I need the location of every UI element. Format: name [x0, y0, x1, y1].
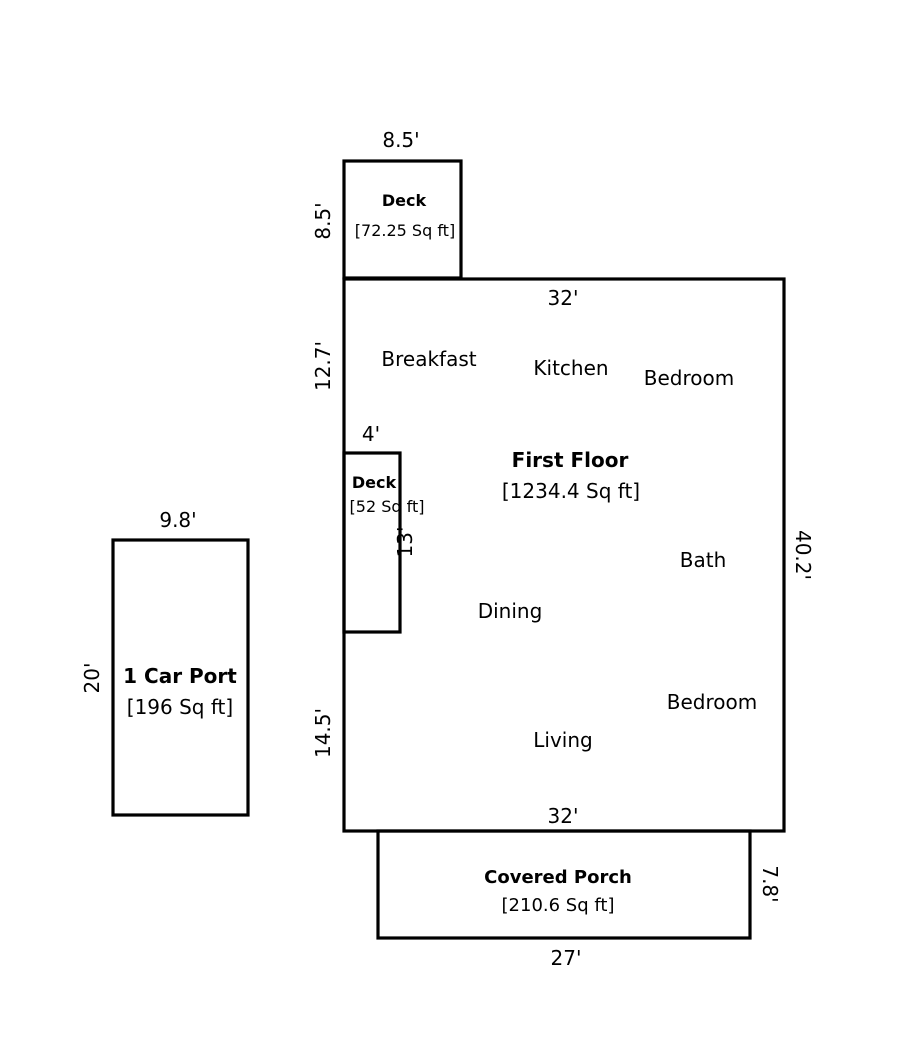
first-floor: 32' 32' 40.2' 12.7' 14.5' First Floor [1… — [311, 277, 815, 833]
porch-height-dim: 7.8' — [758, 865, 782, 902]
car-port-outline — [111, 538, 250, 817]
room-living: Living — [533, 728, 592, 752]
first-floor-left-lower-dim: 14.5' — [311, 708, 335, 758]
room-breakfast: Breakfast — [381, 347, 476, 371]
porch-area: [210.6 Sq ft] — [502, 895, 615, 916]
car-port-width-dim: 9.8' — [159, 508, 196, 532]
first-floor-top-dim: 32' — [548, 286, 579, 310]
car-port-height-dim: 20' — [80, 663, 104, 694]
deck-top-area: [72.25 Sq ft] — [355, 221, 455, 240]
deck-top-outline — [342, 159, 463, 280]
deck-side-title: Deck — [352, 473, 397, 492]
porch-outline — [376, 829, 752, 940]
first-floor-title: First Floor — [512, 448, 629, 472]
deck-top-title: Deck — [382, 191, 427, 210]
room-kitchen: Kitchen — [533, 356, 608, 380]
covered-porch: Covered Porch [210.6 Sq ft] 27' 7.8' — [376, 829, 782, 970]
car-port: 1 Car Port [196 Sq ft] 9.8' 20' — [80, 508, 250, 817]
deck-top-height-dim: 8.5' — [311, 202, 335, 239]
deck-side-width-dim: 4' — [362, 422, 380, 446]
deck-top-width-dim: 8.5' — [382, 128, 419, 152]
room-dining: Dining — [478, 599, 543, 623]
car-port-area: [196 Sq ft] — [127, 695, 233, 719]
deck-side: Deck [52 Sq ft] 4' 13' — [342, 422, 425, 634]
first-floor-right-dim: 40.2' — [791, 530, 815, 580]
deck-side-outline — [342, 451, 402, 634]
first-floor-area: [1234.4 Sq ft] — [502, 479, 640, 503]
deck-top: Deck [72.25 Sq ft] 8.5' 8.5' — [311, 128, 463, 280]
porch-title: Covered Porch — [484, 867, 632, 888]
first-floor-bottom-dim: 32' — [548, 804, 579, 828]
room-bedroom-2: Bedroom — [667, 690, 757, 714]
first-floor-left-upper-dim: 12.7' — [311, 341, 335, 391]
room-bedroom-1: Bedroom — [644, 366, 734, 390]
room-bath: Bath — [680, 548, 727, 572]
porch-width-dim: 27' — [551, 946, 582, 970]
deck-side-height-dim: 13' — [393, 527, 417, 558]
deck-side-area: [52 Sq ft] — [350, 497, 425, 516]
car-port-title: 1 Car Port — [123, 664, 237, 688]
